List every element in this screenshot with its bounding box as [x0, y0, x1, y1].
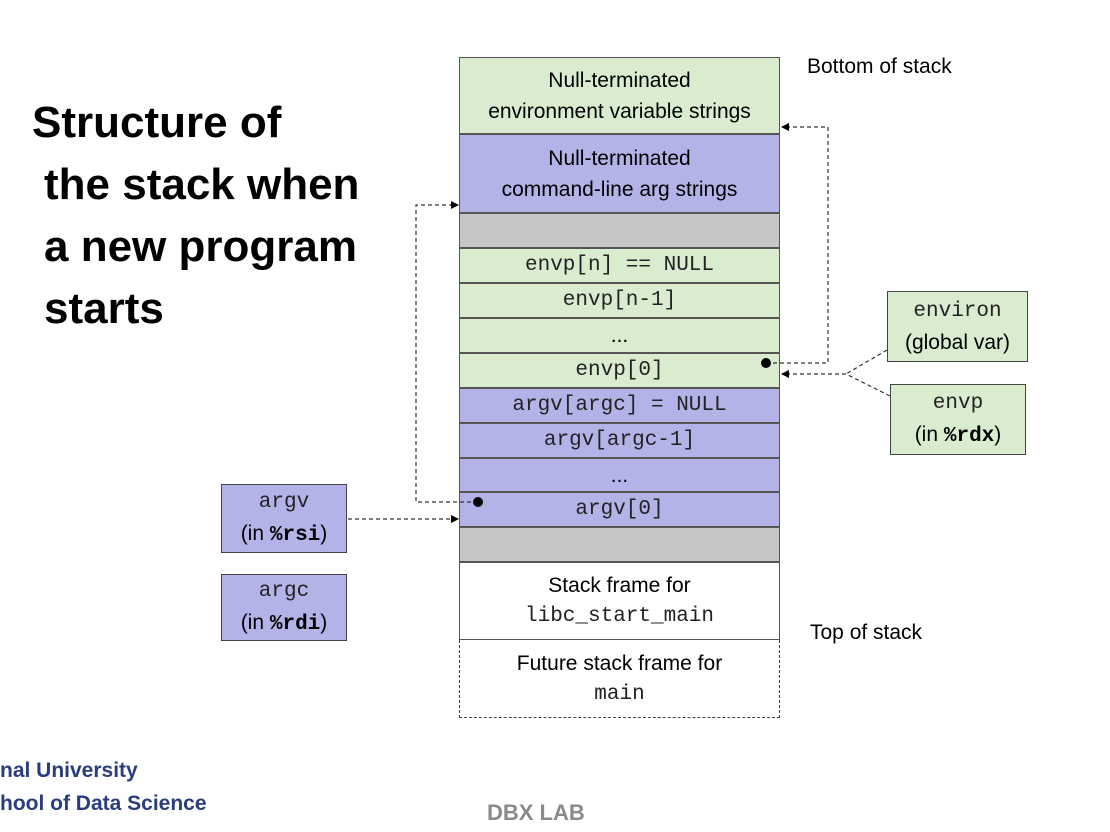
argv-reg-pre: (in — [240, 521, 270, 545]
argc-name: argc — [258, 579, 310, 603]
envp-reg-pre: (in — [914, 422, 944, 446]
padding-cell-lower — [459, 527, 780, 562]
envp-reg-post: ) — [994, 422, 1002, 446]
environ-name: environ — [913, 299, 1002, 323]
envp-n-cell: envp[n] == NULL — [459, 248, 780, 283]
envp-dots-cell: ... — [459, 318, 780, 353]
envp-reg-line: (in %rdx) — [915, 419, 1002, 452]
future-frame-line2: main — [594, 682, 645, 706]
argc-reg: %rdi — [269, 612, 321, 636]
libc-frame-cell: Stack frame for libc_start_main — [459, 562, 780, 640]
top-of-stack-label: Top of stack — [810, 621, 923, 644]
argc-reg-pre: (in — [240, 610, 270, 634]
envp-reg: %rdx — [943, 424, 995, 448]
envp0-dot — [761, 358, 771, 368]
envp-box: envp (in %rdx) — [890, 384, 1026, 455]
environ-pointer-line — [845, 349, 888, 375]
argv-argc1-cell: argv[argc-1] — [459, 423, 780, 458]
env-strings-line2: environment variable strings — [488, 99, 751, 123]
argv-reg-line: (in %rsi) — [241, 518, 328, 551]
lab-logo: DBX LAB — [487, 800, 585, 825]
future-frame-cell: Future stack frame for main — [459, 640, 780, 718]
footer-university: nal University — [0, 759, 138, 782]
bottom-of-stack-label: Bottom of stack — [807, 55, 952, 78]
argv-dots-cell: ... — [459, 458, 780, 492]
title-line-2: the stack when — [44, 160, 360, 209]
environ-desc: (global var) — [904, 330, 1011, 354]
arg-strings-line2: command-line arg strings — [501, 177, 738, 201]
title-line-3: a new program — [44, 222, 357, 271]
argv-argc-cell: argv[argc] = NULL — [459, 388, 780, 423]
environ-box: environ (global var) — [887, 291, 1028, 362]
slide-title: Structure of the stack when a new progra… — [32, 92, 359, 340]
argv0-dot — [473, 497, 483, 507]
argv0-to-arg-strings-arrow — [415, 201, 478, 503]
envp-name: envp — [932, 391, 984, 415]
argv-reg: %rsi — [269, 523, 321, 547]
argv-0-cell: argv[0] — [459, 492, 780, 527]
title-line-4: starts — [44, 284, 164, 333]
argc-box: argc (in %rdi) — [221, 574, 347, 641]
envp-pointer-line — [845, 373, 891, 397]
envp0-to-env-strings-arrow — [766, 123, 829, 364]
env-strings-line1: Null-terminated — [548, 68, 691, 92]
envp-0-cell: envp[0] — [459, 353, 780, 388]
future-frame-line1: Future stack frame for — [516, 651, 723, 675]
libc-frame-line2: libc_start_main — [524, 605, 715, 628]
arg-strings-cell: Null-terminated command-line arg strings — [459, 134, 780, 213]
envp-n1-cell: envp[n-1] — [459, 283, 780, 318]
padding-cell-upper — [459, 213, 780, 248]
argc-reg-line: (in %rdi) — [241, 607, 328, 640]
argv-name: argv — [258, 490, 310, 514]
argv-box: argv (in %rsi) — [221, 484, 347, 553]
argc-reg-post: ) — [320, 610, 328, 634]
title-line-1: Structure of — [32, 98, 282, 147]
arg-strings-line1: Null-terminated — [548, 146, 691, 170]
footer-school: hool of Data Science — [0, 792, 207, 815]
env-strings-cell: Null-terminated environment variable str… — [459, 57, 780, 134]
argv-reg-post: ) — [320, 521, 328, 545]
libc-frame-line1: Stack frame for — [548, 574, 691, 597]
